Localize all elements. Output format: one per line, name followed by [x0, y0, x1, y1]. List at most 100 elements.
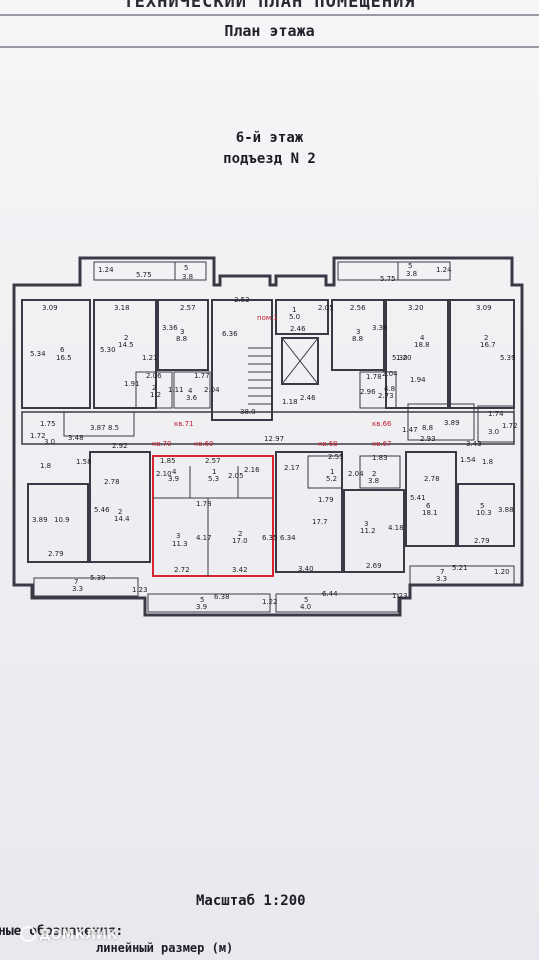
plan-label: 8.8: [352, 335, 363, 343]
plan-label: 3.43: [466, 440, 482, 448]
floor-plan: кв.70 кв.69 кв.68 кв.67 кв.71 кв.66 пом.…: [12, 256, 524, 617]
plan-label: 5: [480, 502, 484, 510]
apt-label: кв.68: [318, 440, 338, 448]
plan-label: 1.83: [372, 454, 388, 462]
plan-label: 6.34: [280, 534, 296, 542]
hall-right: [407, 403, 475, 441]
plan-label: 18.8: [414, 341, 430, 349]
apt-label: кв.66: [372, 420, 392, 428]
plan-label: 10.9: [54, 516, 70, 524]
plan-label: 1.23: [132, 586, 148, 594]
plan-label: 3.18: [114, 304, 130, 312]
plan-label: 3.20: [408, 304, 424, 312]
plan-label: 3.36: [162, 324, 178, 332]
balcony-top-left: [93, 261, 207, 281]
plan-label: 2.46: [290, 325, 306, 333]
plan-label: 16.7: [480, 341, 496, 349]
plan-label: 5.3: [208, 475, 219, 483]
plan-label: 1: [212, 468, 216, 476]
room-b6: [405, 451, 457, 547]
legend-item: линейный размер (м): [96, 941, 234, 955]
room-b2: [89, 451, 151, 563]
plan-label: 2.04: [382, 370, 398, 378]
stairs: [248, 347, 272, 405]
plan-label: 5: [408, 262, 412, 270]
plan-label: 14.4: [114, 515, 130, 523]
plan-label: 2: [372, 470, 376, 478]
plan-label: 3.88: [498, 506, 514, 514]
plan-label: 2.46: [300, 394, 316, 402]
plan-label: 17.0: [232, 537, 248, 545]
plan-label: 1.20: [494, 568, 510, 576]
plan-label: 2: [118, 508, 122, 516]
plan-label: 5.34: [30, 350, 46, 358]
plan-label: 3.40: [298, 565, 314, 573]
apt-label: кв.70: [152, 440, 172, 448]
plan-label: 1.94: [410, 376, 426, 384]
plan-label: 5.30: [100, 346, 116, 354]
bath-2: [173, 371, 211, 409]
plan-label: 1.74: [488, 410, 504, 418]
plan-label: 4.18: [388, 524, 404, 532]
plan-label: 3.87: [90, 424, 106, 432]
elevator: [281, 337, 319, 385]
plan-label: 2.72: [174, 566, 190, 574]
room-4: [211, 299, 273, 421]
plan-label: 5.30: [392, 354, 408, 362]
watermark: ДОМКЛИК: [20, 926, 118, 943]
apt-label: пом.1: [257, 314, 278, 322]
plan-label: 3.42: [232, 566, 248, 574]
plan-label: 1.75: [40, 420, 56, 428]
watermark-text: ДОМКЛИК: [39, 928, 118, 943]
plan-label: 1: [292, 306, 296, 314]
plan-label: 12.97: [264, 435, 284, 443]
plan-label: 3.0: [488, 428, 499, 436]
plan-label: 6: [60, 346, 65, 354]
plan-label: 1.24: [98, 266, 114, 274]
plan-label: 3.8: [368, 477, 379, 485]
plan-label: 5: [184, 264, 188, 272]
balcony-bottom-4: [409, 565, 515, 585]
plan-label: 2.10: [156, 470, 172, 478]
room-b4: [275, 451, 343, 573]
plan-label: 2.73: [378, 392, 394, 400]
plan-label: 3.36: [372, 324, 388, 332]
plan-label: 10.3: [476, 509, 492, 517]
plan-label: 2.69: [366, 562, 382, 570]
plan-label: 2.92: [112, 442, 128, 450]
title-rule: [0, 14, 539, 16]
plan-label: 2.05: [228, 472, 244, 480]
plan-label: 2.57: [205, 457, 221, 465]
plan-label: 2.17: [284, 464, 300, 472]
plan-label: 2.78: [424, 475, 440, 483]
plan-label: 3.6: [186, 394, 198, 402]
plan-label: 3.09: [476, 304, 492, 312]
plan-label: 2.04: [348, 470, 364, 478]
plan-label: 5.75: [136, 271, 152, 279]
plan-label: 2.57: [180, 304, 196, 312]
plan-label: 38.0: [240, 408, 256, 416]
plan-label: 3.0: [44, 438, 55, 446]
floor-label: 6-й этаж: [235, 130, 304, 146]
plan-label: 3: [180, 328, 184, 336]
plan-label: 11.2: [360, 527, 376, 535]
plan-label: 4.0: [300, 603, 311, 611]
plan-label: 11.3: [172, 540, 188, 548]
highlighted-apartment: [152, 455, 274, 577]
room-1: [21, 299, 91, 409]
plan-label: 5.39: [90, 574, 106, 582]
watermark-logo-icon: [20, 926, 36, 942]
plan-label: 2.04: [204, 386, 220, 394]
plan-label: 8.8: [422, 424, 433, 432]
room-b7: [457, 483, 515, 547]
plan-label: 3.89: [32, 516, 48, 524]
plan-label: 3.8: [406, 270, 417, 278]
plan-label: 2.52: [234, 296, 250, 304]
plan-label: 7: [74, 578, 78, 586]
plan-label: 1.24: [436, 266, 452, 274]
room-6: [331, 299, 385, 371]
plan-label: 3: [364, 520, 368, 528]
plan-label: 1.78: [196, 500, 212, 508]
plan-label: 14.5: [118, 341, 134, 349]
